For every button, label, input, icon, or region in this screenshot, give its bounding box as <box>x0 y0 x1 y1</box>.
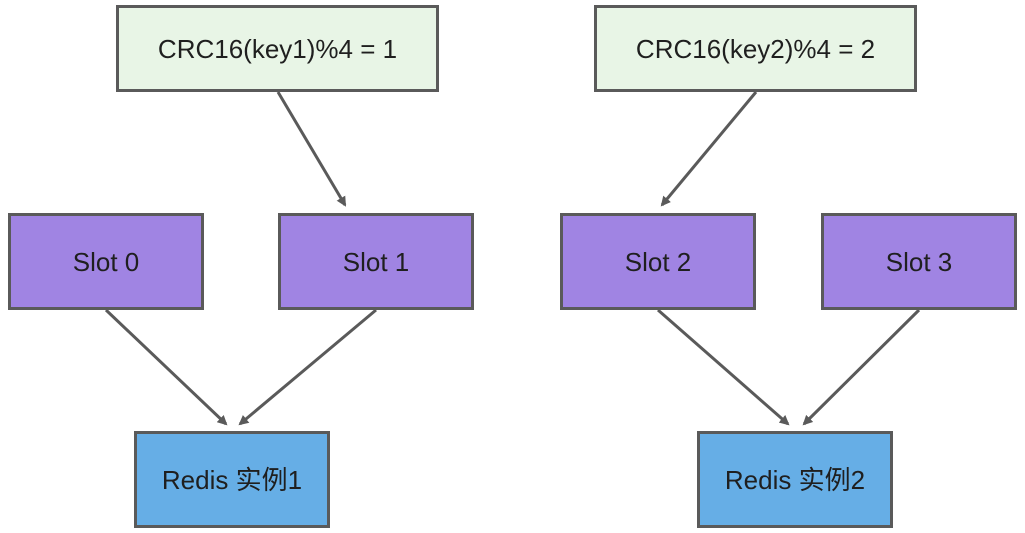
edge-hash2-to-slot2 <box>660 91 758 207</box>
hash-node-label: CRC16(key2)%4 = 2 <box>635 33 876 64</box>
edge-slot3-to-redis2 <box>802 308 921 426</box>
hash-node-key2: CRC16(key2)%4 = 2 <box>594 5 917 92</box>
redis-node-label: Redis 实例1 <box>161 464 303 495</box>
slot-node-label: Slot 1 <box>342 246 410 277</box>
edge-hash1-to-slot1 <box>276 91 347 207</box>
edge-slot1-to-redis1 <box>238 308 377 426</box>
hash-node-key1: CRC16(key1)%4 = 1 <box>116 5 439 92</box>
slot-node-label: Slot 0 <box>72 246 140 277</box>
slot-node-label: Slot 3 <box>885 246 953 277</box>
redis-node-label: Redis 实例2 <box>724 464 866 495</box>
slot-node-0: Slot 0 <box>8 213 204 310</box>
slot-node-2: Slot 2 <box>560 213 756 310</box>
edge-slot0-to-redis1 <box>104 308 228 426</box>
slot-node-3: Slot 3 <box>821 213 1017 310</box>
redis-instance-1: Redis 实例1 <box>134 431 330 528</box>
edge-slot2-to-redis2 <box>657 308 790 426</box>
hash-node-label: CRC16(key1)%4 = 1 <box>157 33 398 64</box>
redis-instance-2: Redis 实例2 <box>697 431 893 528</box>
slot-node-label: Slot 2 <box>624 246 692 277</box>
slot-node-1: Slot 1 <box>278 213 474 310</box>
